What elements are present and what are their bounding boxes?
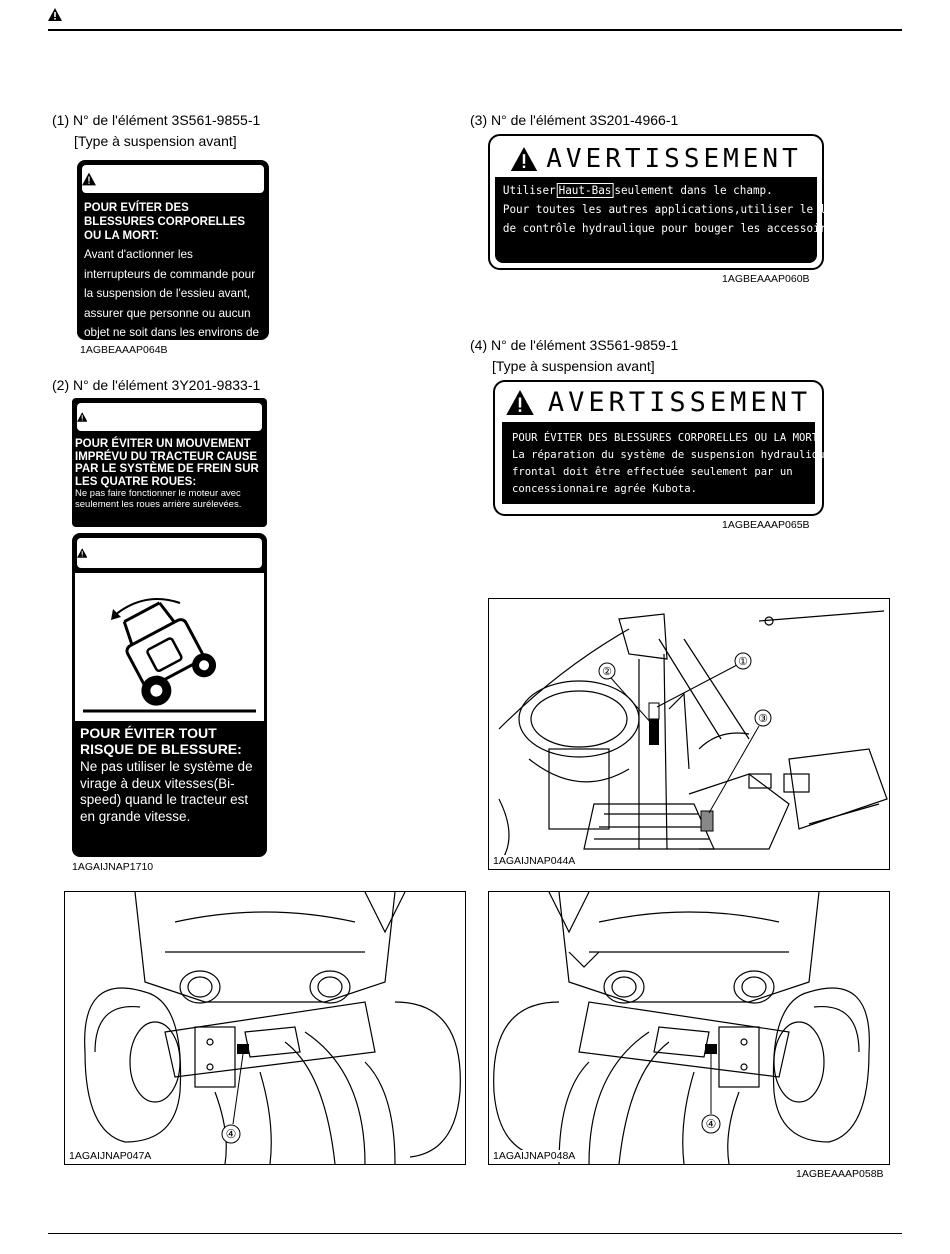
fig1-callout-3: ③ <box>758 713 768 725</box>
warning-triangle-icon <box>511 147 538 171</box>
item3-title: AVERTISSEMENT <box>546 144 802 174</box>
warning-triangle-icon <box>82 172 96 186</box>
item1-body: Avant d'actionner les interrupteurs de c… <box>84 247 260 359</box>
fig3-code: 1AGAIJNAP048A <box>493 1150 576 1162</box>
item2-label1-heading: POUR ÉVITER UN MOUVEMENT IMPRÉVU DU TRAC… <box>75 438 259 488</box>
item2-label2-title: AVERTISSEMENT <box>106 541 250 564</box>
fig2-code: 1AGAIJNAP047A <box>69 1150 152 1162</box>
item1-heading: POUR EVÍTER DES BLESSURES CORPORELLES OU… <box>84 202 246 242</box>
item1-caption: (1) N° de l'élément 3S561-9855-1 <box>52 112 261 128</box>
fig1-code: 1AGAIJNAP044A <box>493 855 576 867</box>
item4-subcaption: [Type à suspension avant] <box>492 358 655 374</box>
tractor-rollover-pictogram <box>75 573 264 721</box>
item3-line3: de contrôle hydraulique pour bouger les … <box>502 222 847 235</box>
item3-line1c: seulement dans le champ. <box>614 184 773 197</box>
item4-line2: La réparation du système de suspension h… <box>512 449 831 461</box>
header-rule <box>48 29 902 31</box>
item2-label2-heading: POUR ÉVITER TOUT RISQUE DE BLESSURE: <box>80 725 242 757</box>
item4-title: AVERTISSEMENT <box>547 386 812 418</box>
warning-triangle-icon <box>48 8 62 22</box>
item2-code: 1AGAIJNAP1710 <box>72 861 154 873</box>
item2-label2-body: Ne pas utiliser le système de virage à d… <box>80 759 253 824</box>
front-axle-figure-1: ④ 1AGAIJNAP047A <box>64 891 466 1165</box>
item4-text: POUR ÉVITER DES BLESSURES CORPORELLES OU… <box>502 422 831 504</box>
fig1-callout-1: ① <box>738 656 748 668</box>
item2-warning-label-2: AVERTISSEMENT POUR ÉVITER TOUT RISQUE DE… <box>72 533 267 857</box>
item4-header: AVERTISSEMENT <box>495 382 822 422</box>
footer-rule <box>48 1233 902 1234</box>
item1-warning-label: AVERTISSEMENT POUR EVÍTER DES BLESSURES … <box>77 160 269 359</box>
item4-line1: POUR ÉVITER DES BLESSURES CORPORELLES OU… <box>512 432 825 444</box>
item3-line2: Pour toutes les autres applications,util… <box>502 203 860 216</box>
item2-caption: (2) N° de l'élément 3Y201-9833-1 <box>52 377 261 393</box>
item4-line3: frontal doit être effectuée seulement pa… <box>512 466 793 478</box>
fig2-callout-4: ④ <box>226 1127 237 1141</box>
item2-label1-title: AVERTISSEMENT <box>106 405 250 428</box>
fig3-callout-4: ④ <box>706 1117 717 1131</box>
cabin-interior-figure: ① ② ③ 1AGAIJNAP044A <box>488 598 890 870</box>
item1-code: 1AGBEAAAP064B <box>80 344 168 356</box>
item3-caption: (3) N° de l'élément 3S201-4966-1 <box>470 112 679 128</box>
item4-code: 1AGBEAAAP065B <box>722 519 810 531</box>
item1-title: AVERTISSEMENT <box>114 167 252 190</box>
item2-label1-body: Ne pas faire fonctionner le moteur avec … <box>75 488 242 510</box>
item4-caption: (4) N° de l'élément 3S561-9859-1 <box>470 337 679 353</box>
item4-warning-label: AVERTISSEMENT POUR ÉVITER DES BLESSURES … <box>493 380 831 516</box>
item4-line4: concessionnaire agrée Kubota. <box>512 483 697 495</box>
item1-subcaption: [Type à suspension avant] <box>74 133 237 149</box>
bottom-figure-code: 1AGBEAAAP058B <box>796 1168 884 1180</box>
warning-triangle-icon <box>506 389 534 415</box>
item3-code: 1AGBEAAAP060B <box>722 273 810 285</box>
fig1-callout-2: ② <box>602 666 612 678</box>
item3-header: AVERTISSEMENT <box>495 141 817 177</box>
front-axle-figure-2: ④ 1AGAIJNAP048A <box>488 891 890 1165</box>
warning-triangle-icon <box>77 412 88 422</box>
warning-triangle-icon <box>77 548 88 558</box>
item3-line1a: Utiliser <box>502 184 556 197</box>
item2-warning-label-1: AVERTISSEMENT POUR ÉVITER UN MOUVEMENT I… <box>72 398 267 527</box>
item3-line1b: Haut-Bas <box>556 183 614 198</box>
